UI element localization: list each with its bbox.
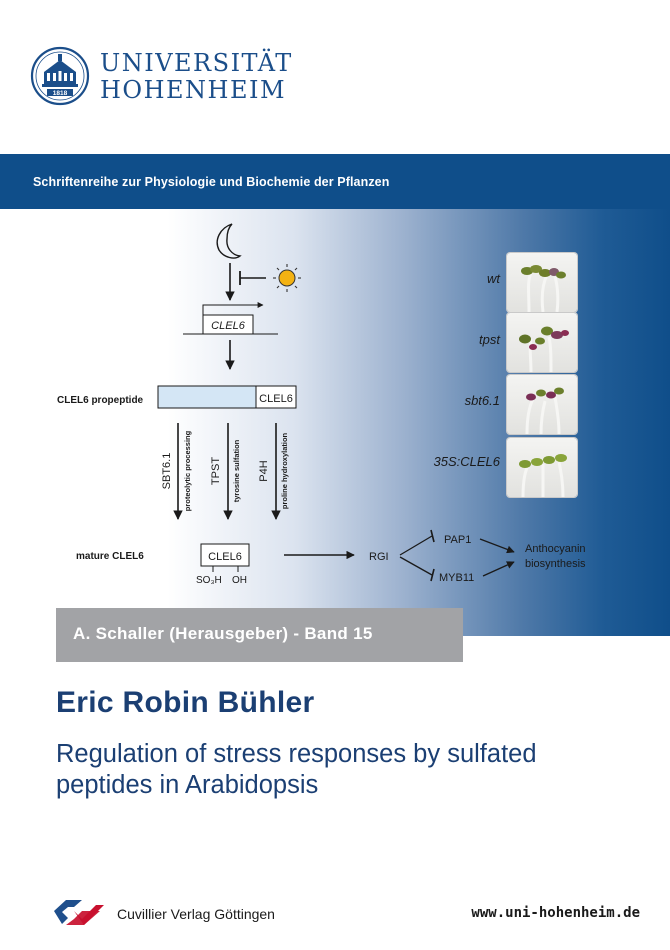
book-title-line1: Regulation of stress responses by sulfat… [56,740,537,768]
seedling-photo-35s-clel6 [507,438,577,497]
myb11-bar [430,568,435,582]
mature-domain-box [200,543,250,567]
propeptide-bar [157,385,257,409]
enzyme-p4h: P4H [258,460,270,481]
mature-label: mature CLEL6 [76,551,144,562]
cuvillier-logo-icon [54,900,104,925]
myb11-label: MYB11 [439,572,474,584]
enzyme-tpst: TPST [210,457,222,485]
arrow-rgi-pap1 [399,535,433,556]
sun-icon [273,264,301,292]
book-title-line2: peptides in Arabidopsis [56,771,319,799]
pap1-label: PAP1 [444,534,471,546]
pap1-bar [430,529,435,543]
seal-year: 1818 [53,90,68,97]
output-line1: Anthocyanin [525,543,586,555]
website-url[interactable]: www.uni-hohenheim.de [471,905,640,921]
seedling-label-35s-clel6: 35S:CLEL6 [433,454,501,469]
gene-label: CLEL6 [211,320,246,332]
mod-oh: OH [232,575,247,586]
arrow-myb11-output [482,561,515,577]
university-name-line1: UNIVERSITÄT [100,49,293,77]
rgi-label: RGI [369,551,389,563]
seedling-photo-wt [507,253,577,312]
publisher: Cuvillier Verlag Göttingen [52,895,312,929]
seedling-label-sbt61: sbt6.1 [464,393,500,408]
process-tpst: tyrosine sulfation [232,439,241,502]
seedling-photo-sbt61 [507,375,577,434]
arrow-rgi-myb11 [399,556,433,576]
editor-volume: A. Schaller (Herausgeber) - Band 15 [73,624,373,643]
svg-text:1818: 1818 [53,90,68,97]
seedling-label-tpst: tpst [479,332,500,347]
process-p4h: proline hydroxylation [280,432,289,509]
promoter-arrow [202,302,264,315]
seedling-label-wt: wt [487,271,500,286]
author-name: Eric Robin Bühler [56,686,315,719]
seedling-photo-tpst [507,313,577,372]
gene-box [202,314,254,335]
propeptide-domain-box [255,385,297,409]
mature-domain-label: CLEL6 [208,551,242,563]
enzyme-sbt61: SBT6.1 [161,453,173,490]
university-name-line2: HOHENHEIM [100,76,287,104]
signaling-diagram: CLEL6 CLEL6 propeptide CLEL6 SBT6.1 prot… [57,223,586,586]
series-band: Schriftenreihe zur Physiologie und Bioch… [0,154,670,209]
series-title: Schriftenreihe zur Physiologie und Bioch… [33,175,390,189]
process-sbt61: proteolytic processing [183,430,192,511]
university-name: UNIVERSITÄT HOHENHEIM [100,50,293,104]
arrow-pap1-output [479,538,515,554]
cover-illustration: CLEL6 CLEL6 propeptide CLEL6 SBT6.1 prot… [0,209,670,636]
university-logo: 1818 UNIVERSITÄT HOHENHEIM [30,46,300,110]
mod-so3h: SO₃H [196,575,222,586]
propeptide-domain-label: CLEL6 [259,393,293,405]
castle-seal-icon [30,46,90,106]
output-line2: biosynthesis [525,558,586,570]
editor-band: A. Schaller (Herausgeber) - Band 15 [56,608,463,662]
book-title: Regulation of stress responses by sulfat… [56,739,656,801]
propeptide-label: CLEL6 propeptide [57,395,144,406]
moon-icon [216,223,242,259]
publisher-name: Cuvillier Verlag Göttingen [117,906,275,922]
